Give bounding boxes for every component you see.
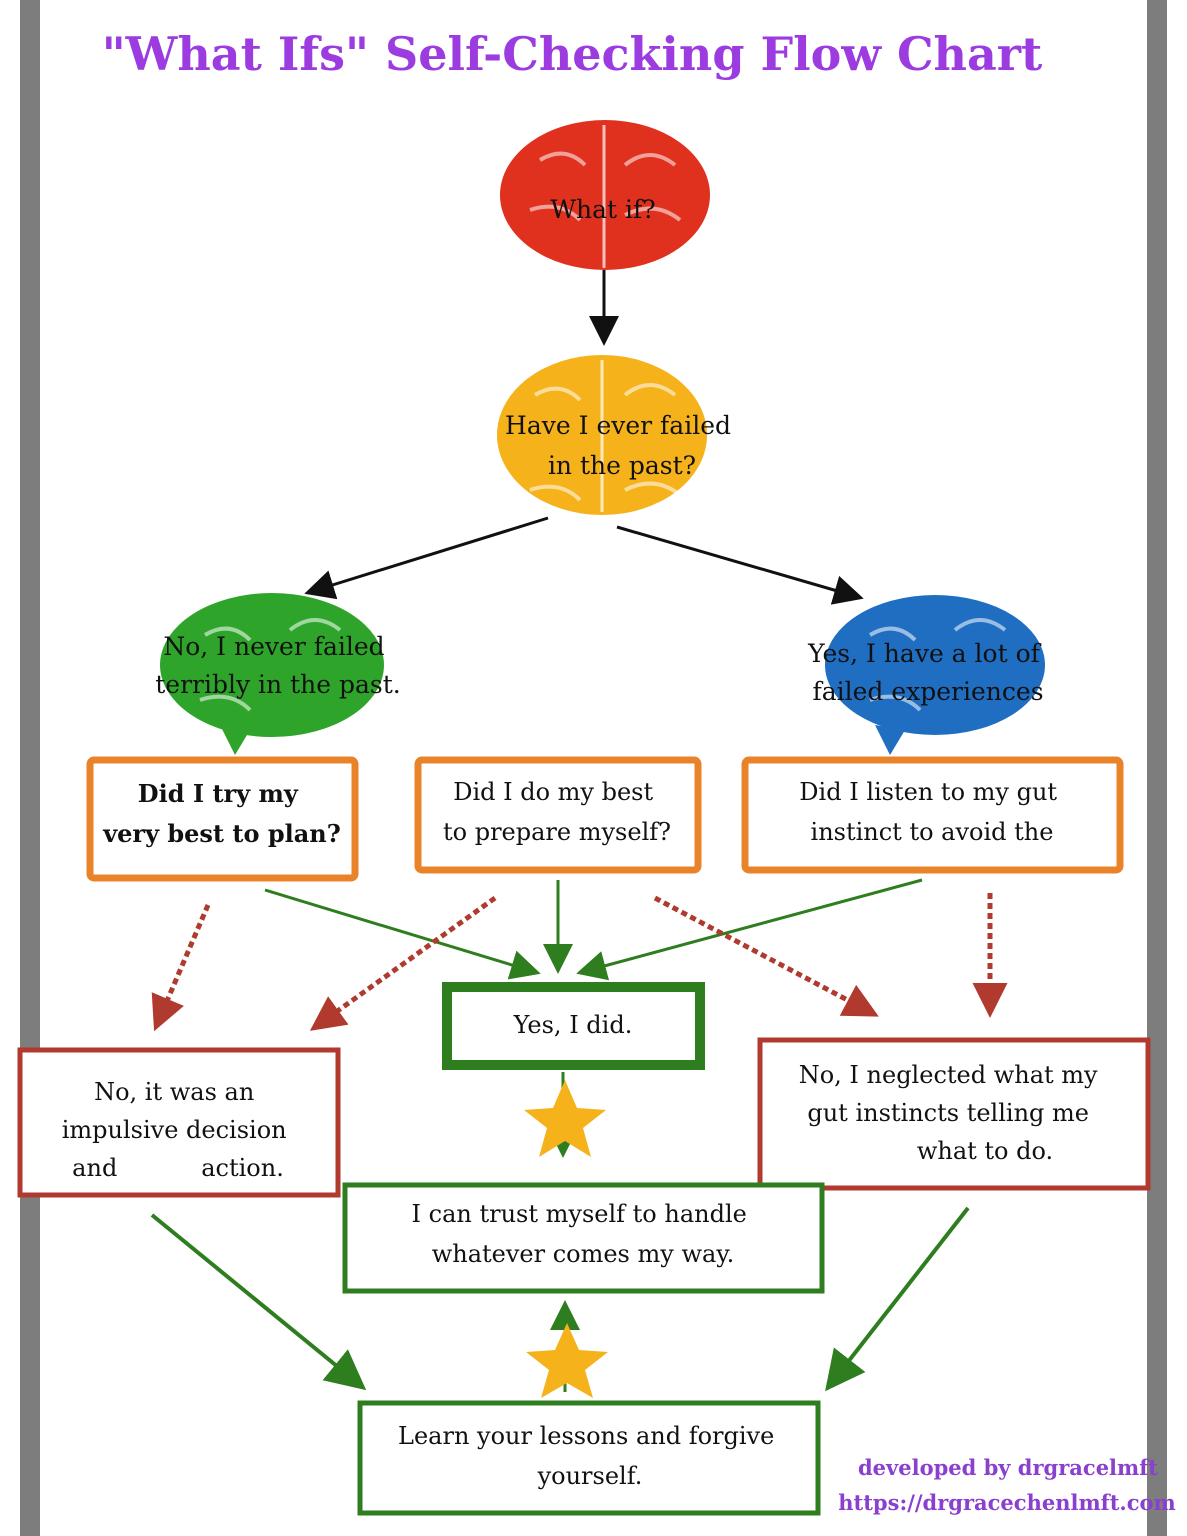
- chart-title: "What Ifs" Self-Checking Flow Chart: [102, 27, 1043, 81]
- answer-box-neglected: No, I neglected what my gut instincts te…: [757, 1037, 1151, 1191]
- arrow-gut-to-yes: [576, 878, 923, 981]
- outcome-box-trust: I can trust myself to handle whatever co…: [342, 1182, 825, 1294]
- svg-text:Learn your lessons and forgive: Learn your lessons and forgive yourself.: [398, 1422, 782, 1490]
- svg-text:What if?: What if?: [550, 195, 655, 224]
- brain-no-line-2: terribly in the past.: [155, 670, 400, 699]
- brain-what-if-text: What if?: [550, 195, 655, 224]
- brain-failed-question: Have I ever failed in the past?: [497, 355, 739, 515]
- credit-url: https://drgracechenlmft.com: [838, 1490, 1175, 1515]
- brain-question-line-2: in the past?: [548, 451, 696, 480]
- question-prepare-line-1: Did I do my best: [453, 778, 653, 806]
- svg-text:Yes, I have a lot of fai: Yes, I have a lot of failed experiences: [807, 639, 1048, 706]
- svg-text:No, it was an impulsive: No, it was an impulsive decision and act…: [62, 1078, 295, 1182]
- brain-what-if: What if?: [500, 120, 710, 270]
- answer-impulsive-line-2: impulsive decision: [62, 1116, 287, 1144]
- answer-box-yes-did: Yes, I did.: [442, 982, 705, 1070]
- brain-question-line-1: Have I ever failed: [505, 411, 731, 440]
- svg-text:Did I try my very best t: Did I try my very best to plan?: [102, 779, 341, 848]
- answer-neglected-line-2: gut instincts telling me: [807, 1099, 1089, 1127]
- arrow-prepare-to-neglected: [653, 895, 879, 1017]
- outcome-learn-line-1: Learn your lessons and forgive: [398, 1422, 774, 1450]
- arrow-plan-to-yes: [264, 888, 541, 980]
- arrow-prepare-to-impulsive: [309, 895, 497, 1031]
- arrow-impulsive-to-learn: [150, 1213, 367, 1391]
- svg-text:No, I neglected what my: No, I neglected what my gut instincts te…: [799, 1061, 1106, 1165]
- answer-yes-did-text: Yes, I did.: [513, 1011, 633, 1039]
- answer-neglected-line-1: No, I neglected what my: [799, 1061, 1098, 1089]
- brain-no-branch: No, I never failed terribly in the past.: [155, 593, 401, 755]
- svg-text:I can trust myself to handle: I can trust myself to handle whatever co…: [412, 1200, 755, 1268]
- brain-yes-branch: Yes, I have a lot of failed experiences: [807, 595, 1048, 755]
- right-border-bar: [1147, 0, 1167, 1536]
- answer-impulsive-line-1: No, it was an: [94, 1078, 254, 1106]
- outcome-learn-line-2: yourself.: [537, 1462, 643, 1490]
- answer-neglected-line-3: what to do.: [917, 1137, 1053, 1165]
- answer-impulsive-line-3: and action.: [72, 1154, 284, 1182]
- question-box-plan: Did I try my very best to plan?: [86, 756, 359, 882]
- arrow-neglected-to-learn: [825, 1206, 970, 1392]
- star-icon: [524, 1080, 606, 1157]
- arrow-plan-to-impulsive: [151, 904, 211, 1032]
- star-icon: [526, 1323, 608, 1398]
- svg-text:No, I never failed terri: No, I never failed terribly in the past.: [155, 632, 400, 699]
- question-plan-line-1: Did I try my: [138, 779, 299, 808]
- question-box-prepare: Did I do my best to prepare myself?: [414, 756, 702, 874]
- question-gut-line-2: instinct to avoid the: [811, 818, 1054, 846]
- svg-text:Did I listen to my gut i: Did I listen to my gut instinct to avoid…: [799, 778, 1064, 846]
- answer-box-impulsive: No, it was an impulsive decision and act…: [17, 1047, 341, 1198]
- svg-text:Have I ever failed in th: Have I ever failed in the past?: [505, 411, 739, 480]
- arrow-question-to-no: [304, 516, 549, 600]
- question-plan-line-2: very best to plan?: [102, 819, 341, 848]
- brain-yes-line-2: failed experiences: [812, 677, 1043, 706]
- question-prepare-line-2: to prepare myself?: [443, 818, 671, 846]
- outcome-box-learn: Learn your lessons and forgive yourself.: [357, 1400, 821, 1516]
- brain-yes-line-1: Yes, I have a lot of: [807, 639, 1041, 668]
- question-gut-line-1: Did I listen to my gut: [799, 778, 1057, 806]
- outcome-trust-line-1: I can trust myself to handle: [412, 1200, 747, 1228]
- brain-no-line-1: No, I never failed: [163, 632, 384, 661]
- arrow-question-to-yes: [616, 525, 864, 605]
- outcome-trust-line-2: whatever comes my way.: [432, 1240, 735, 1268]
- svg-text:Yes, I did.: Yes, I did.: [513, 1011, 633, 1039]
- svg-text:Did I do my best to prep: Did I do my best to prepare myself?: [443, 778, 671, 846]
- credit-developed-by: developed by drgracelmft: [858, 1455, 1158, 1480]
- question-box-gut: Did I listen to my gut instinct to avoid…: [741, 756, 1124, 874]
